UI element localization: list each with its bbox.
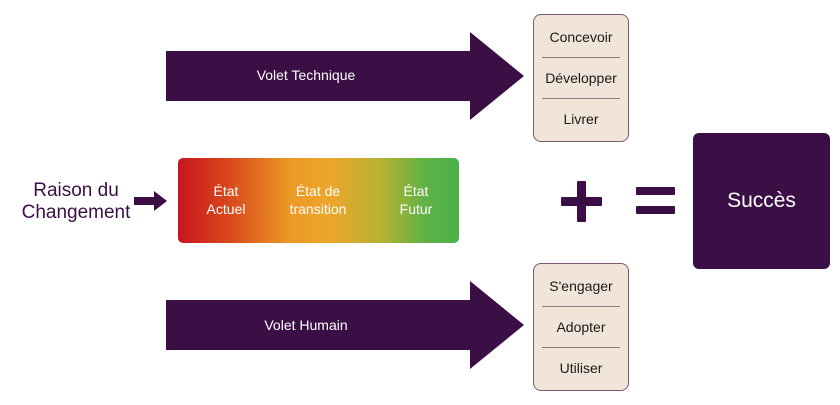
state-gradient-bar: État Actuel État de transition État Futu…	[178, 158, 459, 243]
step-concevoir: Concevoir	[549, 29, 613, 45]
human-steps-box: S'engager Adopter Utiliser	[533, 263, 629, 391]
plus-icon	[561, 181, 602, 222]
technical-arrow-label: Volet Technique	[256, 67, 356, 83]
state-future: État Futur	[399, 183, 433, 217]
human-arrow	[166, 281, 524, 369]
technical-steps-box: Concevoir Développer Livrer	[533, 14, 629, 142]
human-arrow-label: Volet Humain	[264, 317, 348, 333]
step-livrer: Livrer	[542, 98, 620, 139]
step-sengager: S'engager	[549, 278, 613, 294]
equals-icon	[636, 187, 675, 214]
state-current: État Actuel	[206, 183, 246, 217]
reason-for-change-label: Raison du Changement	[21, 180, 131, 223]
state-transition: État de transition	[289, 183, 347, 217]
technical-arrow	[166, 32, 524, 120]
success-box: Succès	[693, 133, 830, 269]
step-utiliser: Utiliser	[542, 347, 620, 388]
small-arrow-icon	[134, 191, 167, 211]
step-adopter: Adopter	[542, 306, 620, 347]
step-developper: Développer	[542, 57, 620, 98]
